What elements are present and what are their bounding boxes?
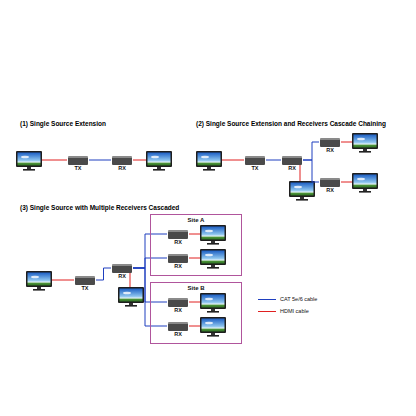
legend-text: HDMI cable: [280, 308, 309, 315]
device-icon: [75, 276, 95, 285]
unit-label: RX: [111, 273, 133, 280]
hdmi-cable: [42, 142, 352, 326]
unit-label: RX: [167, 239, 189, 246]
legend-entry: CAT 5e/6 cable: [258, 296, 317, 303]
extender-unit: RX: [319, 138, 341, 154]
device-icon: [112, 156, 132, 165]
legend-line-sample: [258, 311, 276, 312]
unit-label: RX: [281, 165, 303, 172]
monitor: [200, 293, 226, 313]
extender-unit: RX: [111, 156, 133, 172]
device-icon: [320, 138, 340, 147]
extender-unit: RX: [167, 230, 189, 246]
monitor: [200, 317, 226, 337]
cat-cable: [303, 142, 319, 160]
site-label: Site B: [151, 283, 241, 292]
extender-unit: RX: [167, 254, 189, 270]
monitor: [26, 271, 52, 291]
device-icon: [245, 156, 265, 165]
monitor: [16, 151, 42, 171]
unit-label: TX: [67, 165, 89, 172]
extender-unit: TX: [74, 276, 96, 292]
extender-unit: RX: [111, 264, 133, 280]
cat-cable: [96, 268, 111, 280]
device-icon: [168, 230, 188, 239]
extender-unit: RX: [319, 178, 341, 194]
section-heading: (1) Single Source Extension: [20, 120, 106, 128]
legend-line-sample: [258, 299, 276, 300]
monitor: [200, 249, 226, 269]
monitor: [200, 225, 226, 245]
extender-unit: RX: [281, 156, 303, 172]
monitor: [352, 173, 378, 193]
monitor: [196, 151, 222, 171]
device-icon: [68, 156, 88, 165]
extender-unit: RX: [167, 322, 189, 338]
device-icon: [112, 264, 132, 273]
unit-label: RX: [319, 147, 341, 154]
device-icon: [168, 254, 188, 263]
extender-unit: TX: [244, 156, 266, 172]
device-icon: [320, 178, 340, 187]
cat-cable: [89, 160, 111, 161]
site-box: Site B RX RX: [150, 282, 242, 344]
section-heading: (2) Single Source Extension and Receiver…: [196, 120, 386, 128]
unit-label: RX: [111, 165, 133, 172]
unit-label: RX: [319, 187, 341, 194]
extender-unit: TX: [67, 156, 89, 172]
extender-unit: RX: [167, 298, 189, 314]
site-label: Site A: [151, 215, 241, 224]
device-icon: [168, 322, 188, 331]
site-box: Site A RX RX: [150, 214, 242, 276]
unit-label: RX: [167, 331, 189, 338]
monitor: [146, 151, 172, 171]
legend-text: CAT 5e/6 cable: [280, 296, 317, 303]
section-heading: (3) Single Source with Multiple Receiver…: [20, 204, 179, 212]
monitor: [289, 181, 315, 201]
monitor: [352, 133, 378, 153]
unit-label: TX: [74, 285, 96, 292]
cat-cable: [266, 160, 281, 161]
device-icon: [168, 298, 188, 307]
legend-entry: HDMI cable: [258, 308, 309, 315]
unit-label: TX: [244, 165, 266, 172]
cat-cable: [303, 160, 319, 182]
unit-label: RX: [167, 307, 189, 314]
monitor: [118, 287, 144, 307]
unit-label: RX: [167, 263, 189, 270]
device-icon: [282, 156, 302, 165]
